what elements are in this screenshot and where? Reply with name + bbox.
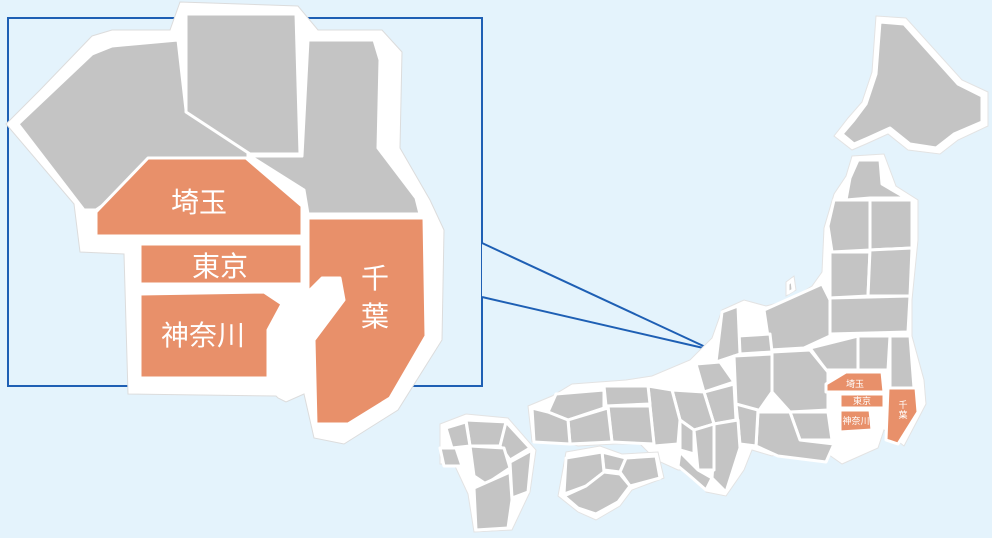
prefecture-kochi (562, 470, 632, 516)
prefecture-yamaguchi (530, 406, 572, 446)
label-chiba-1: 千 (361, 262, 389, 295)
prefecture-fukui (694, 360, 736, 394)
prefecture-saga (444, 420, 472, 450)
prefecture-nagasaki (438, 446, 464, 468)
prefecture-tokushima (618, 454, 662, 488)
prefecture-osaka (678, 418, 696, 456)
kyushu (438, 413, 537, 533)
label-kanagawa-small: 神奈川 (842, 415, 869, 427)
prefecture-miyagi (866, 246, 914, 298)
label-chiba-small-2: 葉 (898, 409, 907, 421)
prefecture-saitama-small (824, 370, 886, 394)
prefecture-tokyo-large (138, 242, 304, 286)
prefecture-chiba-small (884, 386, 920, 446)
label-tokyo-small: 東京 (853, 395, 871, 407)
prefecture-yamagata (828, 250, 872, 300)
prefecture-toyama (736, 332, 774, 356)
label-saitama-small: 埼玉 (846, 378, 864, 390)
label-saitama: 埼玉 (171, 186, 227, 219)
honshu-prefectures (530, 158, 920, 494)
prefecture-wakayama (676, 450, 714, 492)
prefecture-tokyo-small (838, 392, 886, 410)
label-chiba-2: 葉 (361, 300, 389, 333)
prefecture-kanagawa-large (138, 290, 284, 380)
prefecture-saitama-large (94, 156, 304, 238)
prefecture-shizuoka (754, 410, 836, 464)
prefecture-tottori (602, 384, 652, 408)
prefecture-ishikawa (714, 304, 742, 364)
shikoku (557, 445, 665, 521)
prefecture-niigata (762, 282, 832, 352)
japan-mainland (438, 15, 989, 533)
prefecture-nara (692, 422, 716, 472)
callout-line-bottom (481, 296, 713, 351)
prefecture-kagoshima (472, 470, 514, 532)
prefecture-ibaraki (888, 334, 916, 390)
prefecture-fukushima (828, 294, 912, 336)
prefecture-ibaraki-large (248, 38, 422, 216)
prefecture-hokkaido (840, 20, 984, 150)
prefecture-kanagawa-small (838, 408, 874, 434)
prefecture-iwate (868, 198, 914, 252)
label-tokyo: 東京 (192, 250, 248, 283)
prefecture-okayama (606, 404, 656, 446)
prefecture-tochigi-large (184, 12, 302, 156)
prefecture-tochigi (856, 334, 892, 372)
prefecture-oita (498, 420, 532, 462)
label-chiba-small-1: 千 (898, 400, 907, 411)
prefecture-chiba-large (306, 216, 428, 426)
hokkaido (833, 15, 989, 155)
prefecture-aomori (844, 158, 908, 202)
callout-line-top (481, 242, 713, 351)
prefecture-akita (826, 198, 872, 254)
label-kanagawa: 神奈川 (161, 319, 245, 352)
kanto-enlarged: 埼玉 東京 神奈川 千 葉 (5, 1, 445, 445)
